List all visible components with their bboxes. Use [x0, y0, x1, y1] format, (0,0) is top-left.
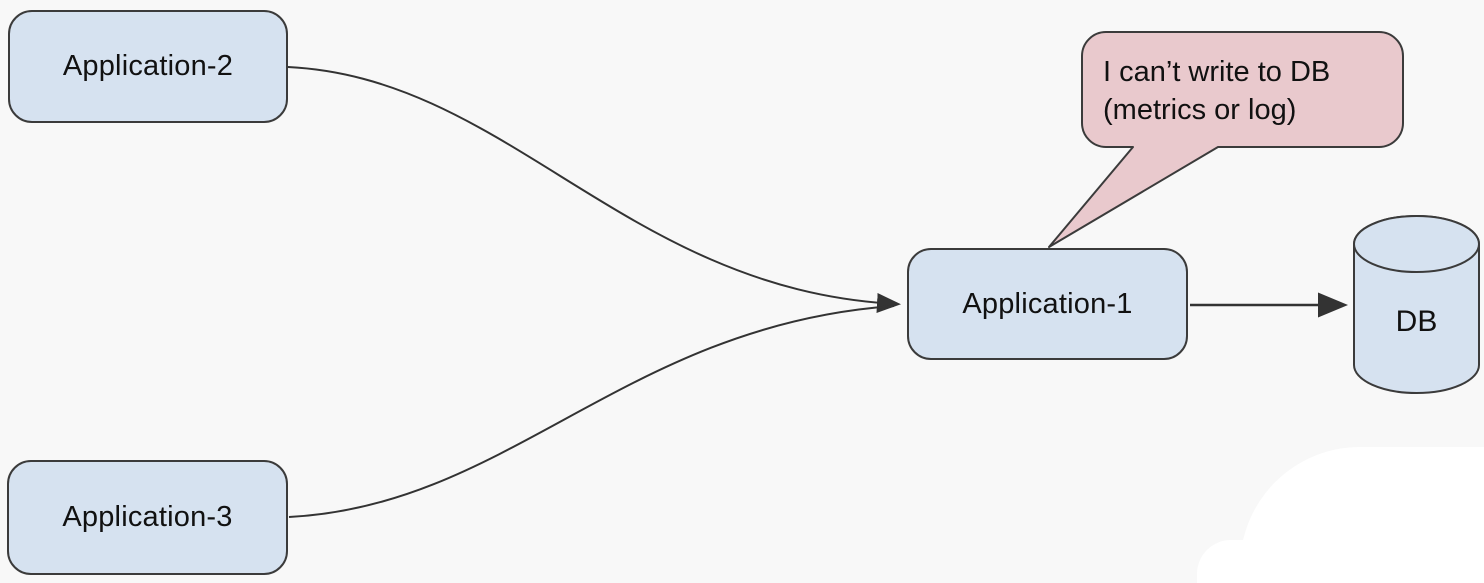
node-application-3-label: Application-3	[62, 501, 233, 533]
node-application-1: Application-1	[907, 248, 1188, 360]
node-application-1-label: Application-1	[962, 287, 1133, 320]
node-db: DB	[1354, 300, 1479, 344]
callout-line-1: I can’t write to DB	[1103, 56, 1331, 88]
node-application-2: Application-2	[8, 10, 288, 123]
node-application-2-label: Application-2	[62, 50, 234, 82]
watermark-cover-blob-foot	[1197, 540, 1484, 583]
callout-line-2: (metrics or log)	[1103, 94, 1297, 126]
node-application-3: Application-3	[7, 460, 288, 575]
db-cylinder-top	[1353, 215, 1480, 273]
callout-text: I can’t write to DB (metrics or log)	[1103, 53, 1403, 129]
node-db-label: DB	[1395, 305, 1438, 338]
edge-application-3-to-application-1	[288, 305, 895, 518]
edge-application-2-to-application-1	[287, 66, 901, 313]
callout-bubble-shape	[1048, 31, 1404, 248]
